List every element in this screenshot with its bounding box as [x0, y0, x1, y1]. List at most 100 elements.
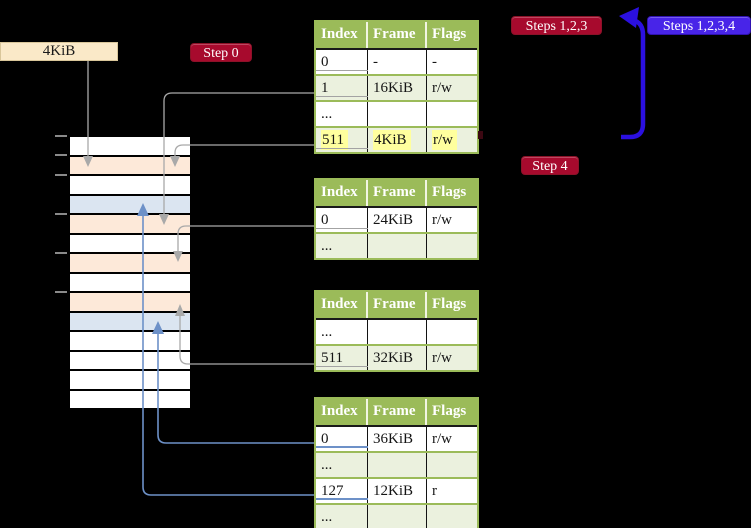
- memory-frame-row-white: [70, 390, 190, 410]
- table-cell: 511: [316, 128, 374, 152]
- memory-frame-row-blue: [70, 312, 190, 332]
- index-underline: [316, 70, 374, 71]
- table-cell: ...: [316, 453, 368, 477]
- memory-tick: [55, 174, 67, 176]
- table-cell: 16KiB: [368, 76, 427, 100]
- memory-frame-row-white: [70, 176, 190, 196]
- column-header: Index: [316, 180, 368, 206]
- memory-frame-row-white: [70, 273, 190, 293]
- table-cell: r/w: [427, 427, 477, 451]
- column-header: Flags: [427, 292, 477, 318]
- table-cell: -: [427, 50, 477, 74]
- table-cell: 24KiB: [368, 208, 427, 232]
- table-row: 511 4KiB r/w: [316, 126, 477, 152]
- table-cell: ...: [316, 320, 368, 344]
- index-underline: [316, 96, 374, 97]
- steps-flow-arrow: [619, 7, 646, 140]
- column-header: Frame: [368, 399, 427, 425]
- index-underline: [316, 366, 374, 367]
- highlighted-value: 4KiB: [373, 130, 411, 150]
- table-cell: [427, 234, 477, 258]
- table-row: ...: [316, 100, 477, 126]
- memory-frame-row-white: [70, 137, 190, 157]
- index-underline: [316, 148, 374, 149]
- table-cell: ...: [316, 234, 368, 258]
- table-row: 0--: [316, 48, 477, 74]
- table-cell: 32KiB: [368, 346, 427, 370]
- table-cell: -: [368, 50, 427, 74]
- column-header: Flags: [427, 399, 477, 425]
- memory-tick: [55, 213, 67, 215]
- table-cell: 0: [316, 208, 374, 232]
- table-row: ...: [316, 318, 477, 344]
- memory-tick: [55, 154, 67, 156]
- index-underline: [316, 446, 375, 448]
- column-header: Frame: [368, 180, 427, 206]
- highlighted-value: 511: [321, 130, 348, 150]
- table-cell: 1: [316, 76, 374, 100]
- table-cell: 511: [316, 346, 374, 370]
- index-underline: [316, 498, 375, 500]
- table-cell: 4KiB: [368, 128, 427, 152]
- memory-tick: [55, 252, 67, 254]
- memory-frame-row-peach: [70, 215, 190, 235]
- step-4-badge: Step 4: [521, 156, 579, 175]
- table-cell: r/w: [427, 128, 477, 152]
- table-cell: 36KiB: [368, 427, 427, 451]
- arrowhead-left-icon: [619, 7, 639, 28]
- column-header: Frame: [368, 22, 427, 48]
- memory-frame-row-white: [70, 234, 190, 254]
- table-cell: [368, 505, 427, 528]
- table-cell: [427, 453, 477, 477]
- table-cell: 127: [316, 479, 375, 503]
- memory-frame-row-white: [70, 351, 190, 371]
- table-cell: [427, 102, 477, 126]
- table-cell: ...: [316, 102, 368, 126]
- table-row: ...: [316, 232, 477, 258]
- table-row: ...: [316, 503, 477, 528]
- steps-1234-badge: Steps 1,2,3,4: [647, 16, 751, 35]
- table-cell: [427, 505, 477, 528]
- table-cell: [427, 320, 477, 344]
- table-cell: [368, 234, 427, 258]
- table-cell: ...: [316, 505, 368, 528]
- step-0-badge: Step 0: [190, 43, 252, 62]
- column-header: Index: [316, 292, 368, 318]
- physical-memory-column: [70, 137, 190, 410]
- arrow-pt1-index511-to-frame: [170, 144, 314, 167]
- column-header: Flags: [427, 180, 477, 206]
- column-header: Frame: [368, 292, 427, 318]
- table-cell: 0: [316, 427, 375, 451]
- table-cell: [368, 320, 427, 344]
- table-cell: 12KiB: [368, 479, 427, 503]
- memory-tick: [55, 291, 67, 293]
- memory-frame-row-white: [70, 332, 190, 352]
- table-cell: r/w: [427, 346, 477, 370]
- memory-frame-row-peach: [70, 254, 190, 274]
- index-underline: [316, 228, 374, 229]
- steps-123-badge: Steps 1,2,3: [511, 16, 602, 35]
- table-cell: r: [427, 479, 477, 503]
- table-cell: 0: [316, 50, 374, 74]
- frame-size-label: 4KiB: [0, 42, 118, 61]
- memory-frame-row-peach: [70, 156, 190, 176]
- arrow-pt3-index511-to-frame: [175, 304, 314, 365]
- memory-frame-row-peach: [70, 293, 190, 313]
- table-cell: [368, 102, 427, 126]
- column-header: Index: [316, 399, 368, 425]
- table-row: ...: [316, 451, 477, 477]
